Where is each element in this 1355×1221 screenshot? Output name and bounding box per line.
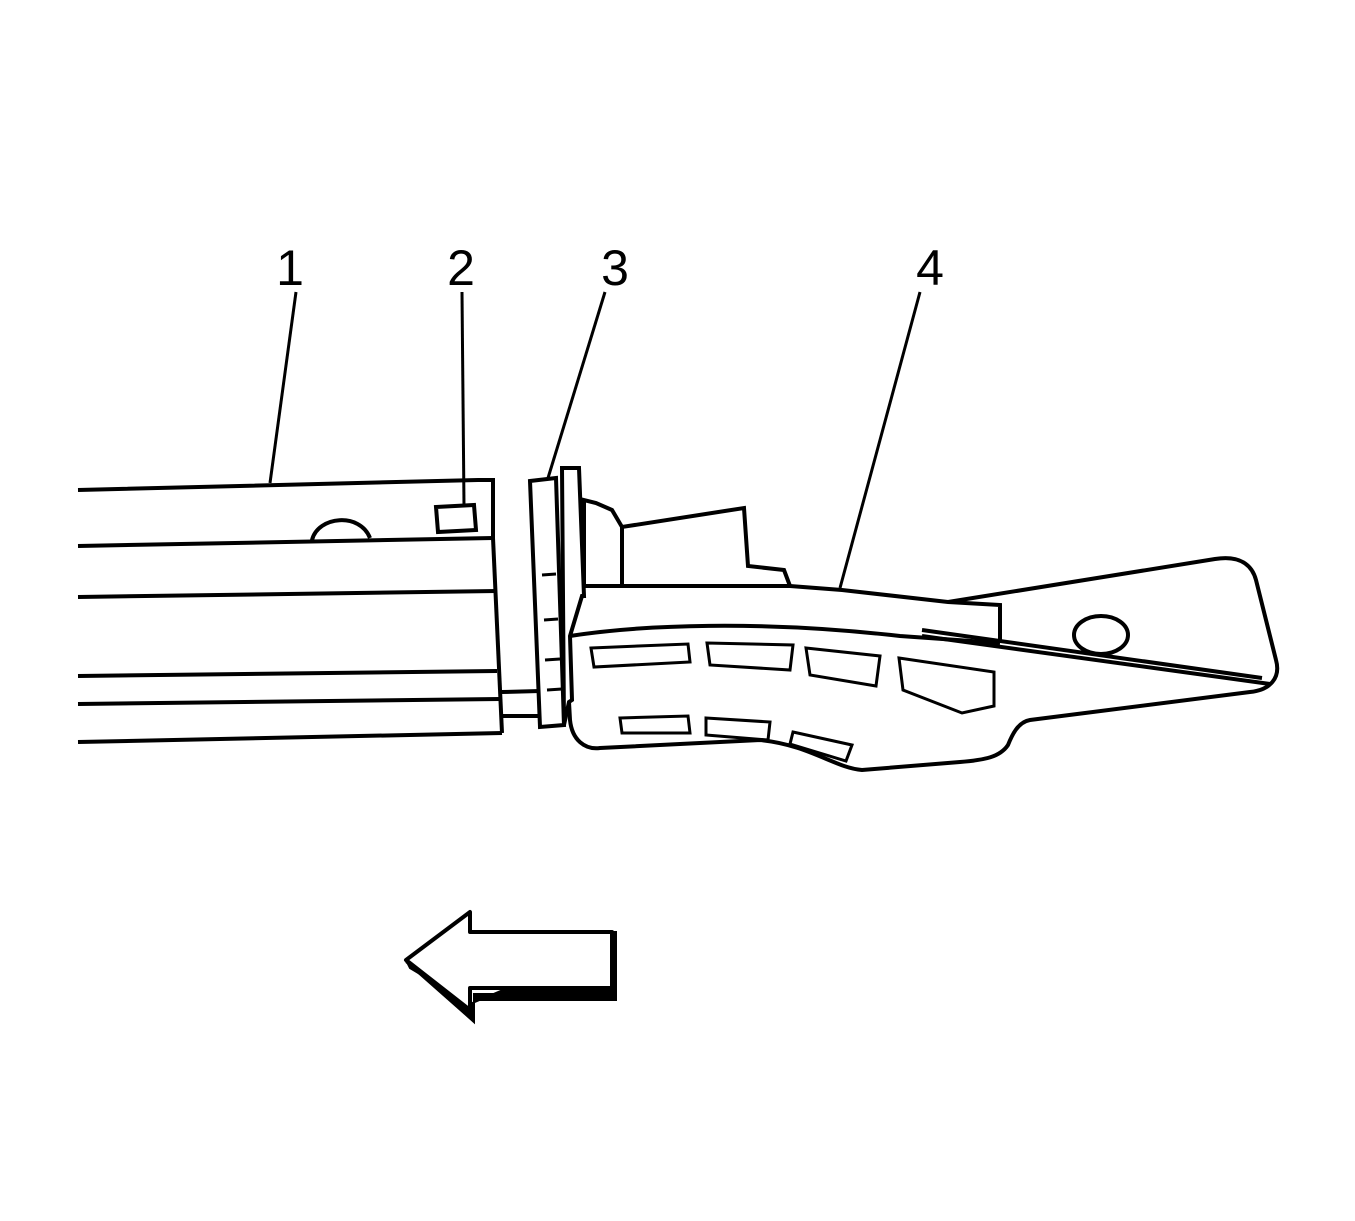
callout-3: 3 [601,240,629,296]
leader-line-3 [546,291,607,479]
callout-2: 2 [447,240,475,296]
rail-part-1 [77,478,504,744]
clip-part-2 [433,502,479,535]
leader-lines [268,291,922,589]
seal-part-3 [501,466,587,730]
callout-1: 1 [276,240,304,296]
left-arrow-icon [404,910,617,1025]
leader-line-2 [460,291,466,507]
bracket-part-4 [567,497,1280,773]
callout-labels: 1 2 3 4 [276,240,944,296]
leader-line-4 [838,291,922,589]
callout-4: 4 [916,240,944,296]
leader-line-1 [268,291,298,484]
